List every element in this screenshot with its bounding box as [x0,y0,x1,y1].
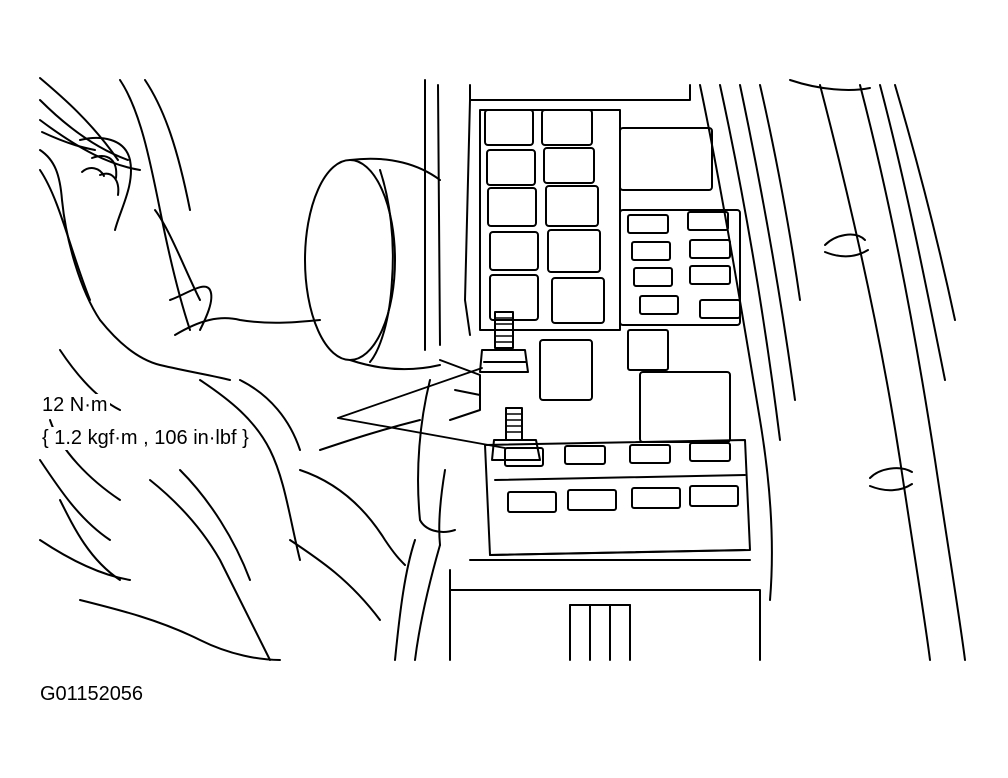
right-side-panel [789,79,966,661]
mounting-bolt-upper [479,311,529,373]
fuse-rows-lower [494,442,746,513]
harness-bracket [289,359,481,661]
fuse-block-right [619,209,741,326]
reservoir-cylinder [304,157,441,371]
mounting-bolt-lower [491,407,541,461]
fuse-box-housing [424,79,801,661]
torque-value-alternate-units: { 1.2 kgf·m , 106 in·lbf } [40,427,251,450]
figure-identifier: G01152056 [40,683,144,705]
relay-stack [484,109,731,443]
leader-lines [337,367,506,449]
torque-value-metric: 12 N·m [40,394,110,417]
left-body-panel [39,77,321,661]
